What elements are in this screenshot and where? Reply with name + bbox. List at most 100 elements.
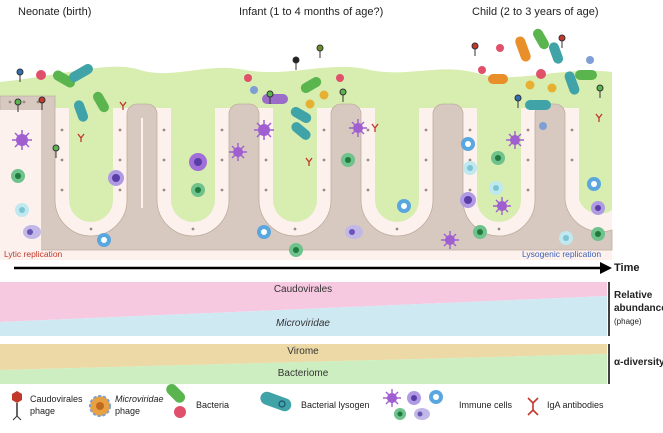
phage [14,98,22,112]
dendritic-spikes [229,143,247,161]
nucleus [162,188,166,192]
nucleus [424,188,428,192]
dendritic-spikes [493,197,511,215]
time-arrow-head [600,262,612,274]
iga [119,101,127,110]
nucleus [526,128,530,132]
legend-bacteria-icon [166,383,186,418]
bacterium [575,70,597,80]
nucleus [264,158,268,162]
crypt-lumen [69,100,113,222]
bacterium [533,28,549,50]
bacterium [525,100,551,110]
nucleus [22,100,26,104]
nucleus [60,158,64,162]
nucleus [220,158,224,162]
immune-icon-nucleus [411,395,417,401]
phage [339,88,347,102]
epithelium [0,95,613,251]
phage [52,144,60,158]
dendritic-spikes [12,130,32,150]
nucleus [366,188,370,192]
phage [266,90,274,104]
immune-icon-nucleus [433,394,439,400]
dendritic-cell [254,120,274,140]
villus-interior [141,118,143,208]
nucleus [468,158,472,162]
phage [316,44,324,58]
caudovirales-icon-head [12,391,22,403]
virome-band-label: Virome [287,346,319,357]
bacterium [547,83,557,93]
immune-cell-nucleus [261,229,267,235]
crypt-lumen [375,100,419,222]
nucleus [526,158,530,162]
bacterium [36,70,46,80]
lytic-replication-label: Lytic replication [4,249,63,259]
nucleus [468,188,472,192]
nucleus [191,227,195,231]
lysogenic-replication-label: Lysogenic replication [522,249,602,259]
legend-caudovirales-line2: phage [30,406,56,416]
nucleus [162,128,166,132]
immune-cell-nucleus [401,203,407,209]
immune-cell-nucleus [595,231,601,237]
immune-cell-nucleus [345,157,351,163]
bacteriome-band-label: Bacteriome [277,368,329,379]
immune-cell-nucleus [195,187,201,193]
nucleus [8,100,12,104]
nucleus [118,188,122,192]
phage-head [38,96,46,104]
nucleus [366,158,370,162]
nucleus [322,128,326,132]
immune-cell-nucleus [349,229,355,235]
immune-cell-nucleus [15,173,21,179]
bacterium [515,36,531,62]
legend-microviridae-line1: Microviridae [115,394,164,404]
immune-cell-nucleus [563,235,569,241]
phage-head [316,44,324,52]
nucleus [424,128,428,132]
immune-cell-nucleus [595,205,601,211]
bacterium [305,99,315,109]
nucleus [497,227,501,231]
microviridae-particles [244,44,594,130]
dendritic-cell [493,197,511,215]
nucleus [570,158,574,162]
nucleus [36,100,40,104]
phage-head [514,94,522,102]
stage-title-child: Child (2 to 3 years of age) [472,6,599,18]
iga [371,123,379,132]
phage-head [16,68,24,76]
immune-icon-nucleus [417,411,423,417]
legend-immune-icons [383,389,443,420]
immune-icon-nucleus [397,411,403,417]
epithelial-nuclei [8,100,574,231]
dendritic-spikes [349,119,367,137]
bacteriome-band [0,354,607,384]
dendritic-spikes [506,131,524,149]
immune-icon-spikes [383,389,401,407]
phages [14,34,604,158]
relative-abundance-label-2: abundance [614,303,663,314]
legend-microviridae-icon [89,395,111,417]
iga [305,157,313,166]
immune-cell-nucleus [467,165,473,171]
iga-markers [77,101,603,166]
bacterium [69,64,93,82]
phage [596,84,604,98]
immune-cell-nucleus [591,181,597,187]
dendritic-cell [506,131,524,149]
microviridae [336,74,344,82]
phage-head [52,144,60,152]
nucleus [220,128,224,132]
legend-immune-cells: Immune cells [459,400,513,410]
lysogen-icon-rod [260,391,292,412]
nucleus [322,158,326,162]
legend-bacterial-lysogen: Bacterial lysogen [301,400,370,410]
bacterium [564,71,580,95]
immune-cell-nucleus [493,185,499,191]
microviridae [244,74,252,82]
phage [558,34,566,48]
